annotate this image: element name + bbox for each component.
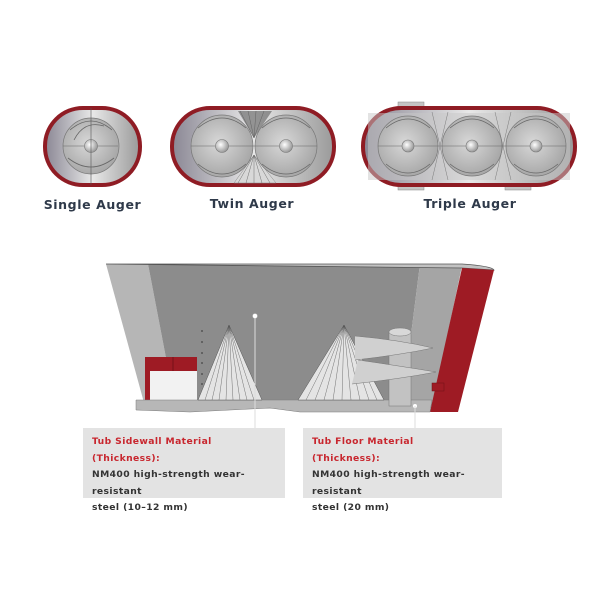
sidewall-title-line1: Tub Sidewall Material: [92, 436, 212, 447]
floor-desc-line2: steel (20 mm): [312, 502, 390, 513]
twin-auger-diagram: [170, 106, 336, 187]
tub-side-view: [105, 263, 495, 428]
sidewall-title-line2: (Thickness):: [92, 452, 161, 464]
floor-title-line2: (Thickness):: [312, 452, 381, 464]
sidewall-desc-line1: NM400 high-strength wear-resistant: [92, 469, 245, 497]
sidewall-material-callout: Tub Sidewall Material (Thickness): NM400…: [83, 428, 285, 513]
floor-material-callout: Tub Floor Material (Thickness): NM400 hi…: [303, 428, 502, 513]
floor-title-line1: Tub Floor Material: [312, 436, 414, 447]
caption-single-auger: Single Auger: [43, 197, 142, 212]
caption-triple-auger: Triple Auger: [423, 196, 517, 211]
floor-desc-line1: NM400 high-strength wear-resistant: [312, 469, 465, 497]
caption-twin-auger: Twin Auger: [209, 196, 295, 211]
triple-auger-diagram: [361, 101, 577, 191]
single-auger-diagram: [43, 106, 142, 187]
sidewall-desc-line2: steel (10–12 mm): [92, 502, 188, 513]
